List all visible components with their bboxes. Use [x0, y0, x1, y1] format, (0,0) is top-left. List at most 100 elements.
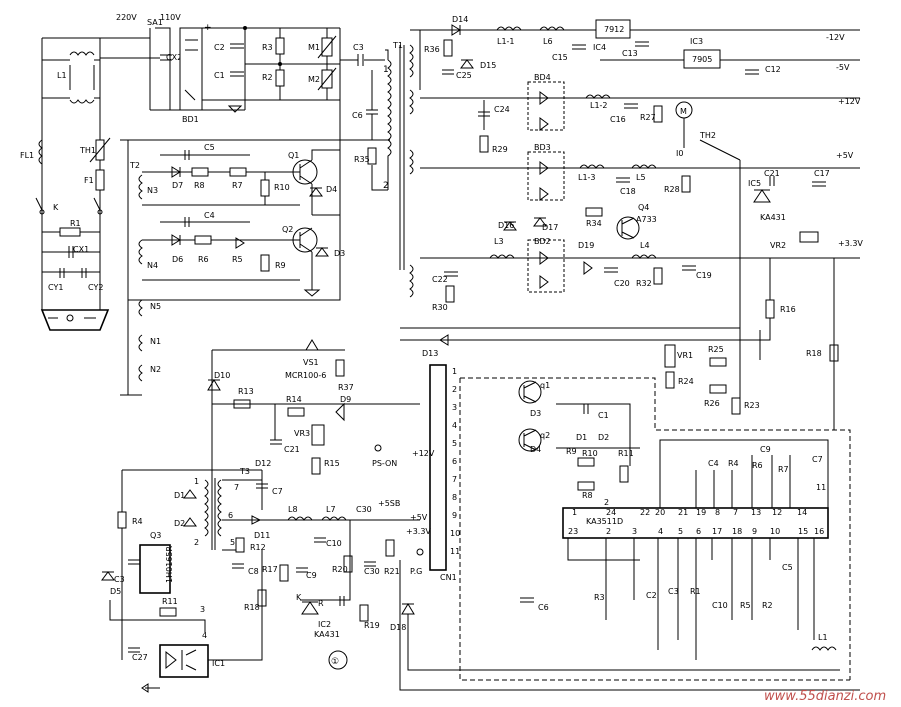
figure-number-circle [328, 650, 348, 670]
R10-label: R10 [274, 183, 290, 192]
fan-label: M [680, 107, 687, 116]
ic-pin-t5: 8 [715, 508, 720, 517]
C21-label: C21 [764, 169, 780, 178]
K-label: K [53, 203, 59, 212]
IC4-part: 7912 [604, 25, 624, 34]
sb-pin-7: 7 [234, 483, 239, 492]
control-section: D13 VS1 MCR100-6 R37 D10 R13 R14 D9 VR3 … [207, 160, 860, 691]
half-bridge-section: C3 C6 R35 1 2 T1 T2 N3 N4 N5 N1 N2 C5 D7… [120, 28, 405, 396]
C18-label: C18 [620, 187, 636, 196]
p5sb-label: +5SB [378, 499, 400, 508]
L1-label: L1 [57, 71, 67, 80]
R6-label: R6 [198, 255, 209, 264]
C6-label: C6 [352, 111, 363, 120]
BD2-label: BD2 [534, 237, 551, 246]
cn-pin-10: 10 [450, 529, 460, 538]
T1-label: T1 [392, 41, 403, 50]
R20-label: R20 [332, 565, 348, 574]
C30b-label: C30 [364, 567, 380, 576]
R21-label: R21 [384, 567, 400, 576]
v220-label: 220V [116, 13, 137, 22]
C2-label: C2 [214, 43, 225, 52]
M2-label: M2 [308, 75, 320, 84]
BD4-label: BD4 [534, 73, 551, 82]
ic-pin-b3: 4 [658, 527, 663, 536]
ic-pin-b0: 23 [568, 527, 578, 536]
C6b-label: C6 [538, 603, 549, 612]
C3-sb-label: C3 [114, 575, 125, 584]
R14-label: R14 [286, 395, 302, 404]
L7-label: L7 [326, 505, 336, 514]
D17-label: D17 [542, 223, 558, 232]
cn-p12-label: +12V [412, 449, 435, 458]
C2b-label: C2 [646, 591, 657, 600]
q1-label: q1 [540, 381, 550, 390]
F1-label: F1 [84, 176, 94, 185]
Q1-label: Q1 [288, 151, 299, 160]
C1-label: C1 [214, 71, 225, 80]
Q4-part: A733 [636, 215, 657, 224]
L1b-label: L1 [818, 633, 828, 642]
R4-label: R4 [132, 517, 143, 526]
q2-label: q2 [540, 431, 550, 440]
sb-pin-3: 3 [200, 605, 205, 614]
ic-pin-m1: 22 [640, 508, 650, 517]
C19-label: C19 [696, 271, 712, 280]
C13-label: C13 [622, 49, 638, 58]
D9-label: D9 [340, 395, 351, 404]
R9-label: R9 [275, 261, 286, 270]
R27-label: R27 [640, 113, 656, 122]
C3b-label: C3 [668, 587, 679, 596]
D11-label: D11 [254, 531, 270, 540]
ic-pin-top: 1 2 20 21 19 8 7 13 12 14 11 [572, 483, 826, 517]
M1-label: M1 [308, 43, 320, 52]
cn-p33-label: +3.3V [406, 527, 431, 536]
VS1-label: VS1 [303, 358, 319, 367]
C5b-label: C5 [782, 563, 793, 572]
L1-1-label: L1-1 [497, 37, 515, 46]
C7-sb-label: C7 [272, 487, 283, 496]
figure-number: ① [331, 657, 339, 667]
ic-pin-b5: 6 [696, 527, 701, 536]
sb-pin-5: 5 [230, 538, 235, 547]
ka431-sb-label: KA431 [314, 630, 340, 639]
ic-pin-t0: 1 [572, 508, 577, 517]
mains-input-section: L1 FL1 TH1 F1 K R1 CX1 CY1 CY2 [20, 37, 160, 331]
ic-pin-t1: 2 [604, 498, 609, 507]
N3-label: N3 [147, 186, 158, 195]
R35-label: R35 [354, 155, 370, 164]
L6-label: L6 [543, 37, 553, 46]
R2-label: R2 [262, 73, 273, 82]
D4-label: D4 [326, 185, 337, 194]
ic-pin-t10: 11 [816, 483, 826, 492]
K-pin-label: K [296, 593, 302, 602]
R7-label: R7 [232, 181, 243, 190]
sa1-label: SA1 [147, 18, 163, 27]
N4-label: N4 [147, 261, 158, 270]
svg-text:1: 1 [383, 65, 389, 75]
C17-label: C17 [814, 169, 830, 178]
C1b-label: C1 [598, 411, 609, 420]
L1-2-label: L1-2 [590, 101, 608, 110]
D7-label: D7 [172, 181, 183, 190]
R7b-label: R7 [778, 465, 789, 474]
BD3-label: BD3 [534, 143, 551, 152]
R32-label: R32 [636, 279, 652, 288]
R36-label: R36 [424, 45, 440, 54]
R16-label: R16 [780, 305, 796, 314]
D1-label: D1 [174, 491, 185, 500]
C5-label: C5 [204, 143, 215, 152]
R8b-label: R8 [582, 491, 593, 500]
N5-label: N5 [150, 302, 161, 311]
N1-label: N1 [150, 337, 161, 346]
TH2-label: TH2 [699, 131, 716, 140]
R28-label: R28 [664, 185, 680, 194]
rectifier-section: 220V 110V SA1 CX2 BD1 + C2 C1 R3 R2 M1 M… [116, 13, 340, 124]
D10-label: D10 [214, 371, 230, 380]
cn-pin-4: 4 [452, 421, 457, 430]
R37-label: R37 [338, 383, 354, 392]
rail-p5: +5V [836, 151, 854, 160]
VR3-label: VR3 [294, 429, 310, 438]
R2b-label: R2 [762, 601, 773, 610]
